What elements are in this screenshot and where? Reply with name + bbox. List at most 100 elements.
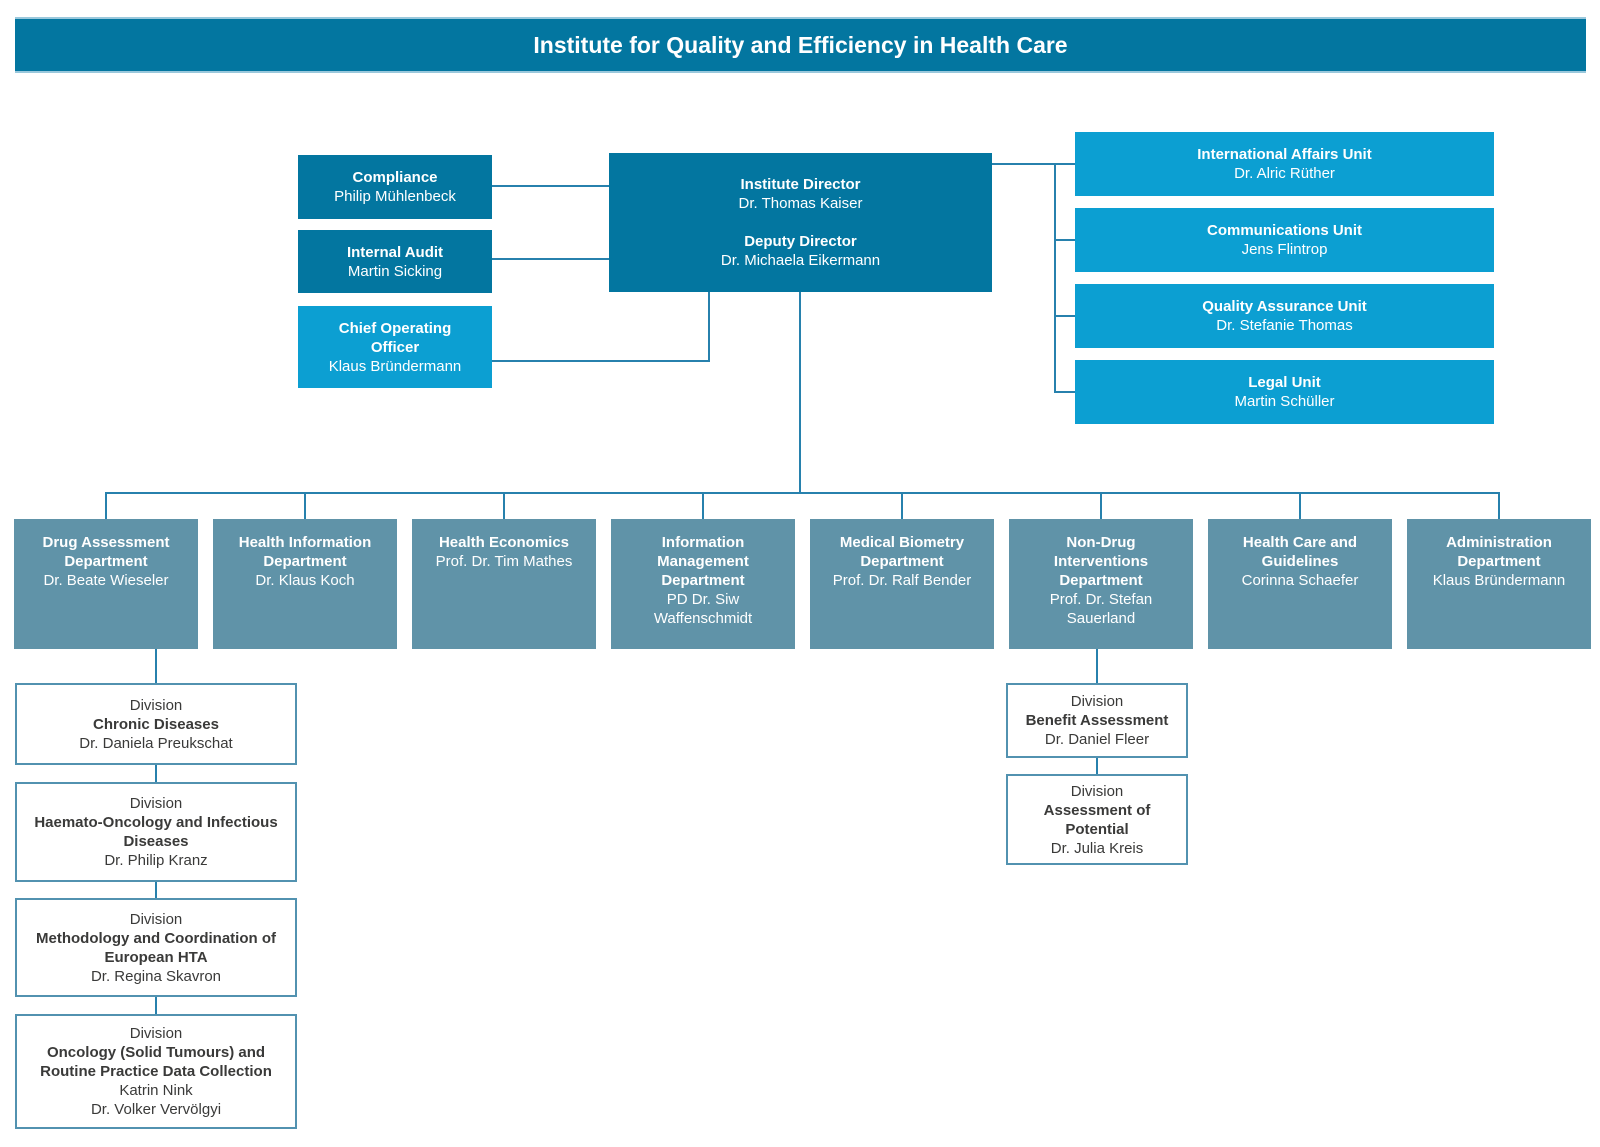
connector-line bbox=[492, 185, 609, 187]
division-name: Methodology and Coordination of European… bbox=[36, 929, 276, 966]
connector-line bbox=[155, 649, 157, 683]
org-box-department-medical-biometry: Medical Biometry Department Prof. Dr. Ra… bbox=[810, 519, 994, 649]
division-label: Division bbox=[1070, 693, 1124, 710]
connector-line bbox=[1054, 391, 1075, 393]
connector-line bbox=[304, 492, 306, 519]
connector-line bbox=[503, 492, 505, 519]
box-person: Dr. Klaus Koch bbox=[255, 572, 355, 589]
role-institute-director: Institute Director Dr. Thomas Kaiser bbox=[739, 175, 863, 213]
box-title: Compliance bbox=[352, 169, 438, 186]
box-title: Health Economics bbox=[438, 534, 570, 551]
division-name: Haemato-Oncology and Infectious Diseases bbox=[34, 814, 278, 850]
title-bar: Institute for Quality and Efficiency in … bbox=[15, 17, 1586, 73]
division-person: Dr. Daniel Fleer bbox=[1044, 731, 1150, 748]
org-box-department-information-management: Information Management Department PD Dr.… bbox=[611, 519, 795, 649]
box-title: Chief Operating Officer bbox=[338, 319, 452, 356]
org-box-directorate: Institute Director Dr. Thomas Kaiser Dep… bbox=[609, 153, 992, 292]
connector-line bbox=[1096, 649, 1098, 683]
org-box-compliance: Compliance Philip Mühlenbeck bbox=[298, 155, 492, 219]
division-name: Benefit Assessment bbox=[1025, 712, 1169, 729]
connector-line bbox=[492, 360, 710, 362]
connector-line bbox=[992, 163, 1075, 165]
connector-line bbox=[901, 492, 903, 519]
box-person: Klaus Bründermann bbox=[328, 357, 462, 375]
box-title: Medical Biometry Department bbox=[839, 534, 965, 570]
box-person: Dr. Stefanie Thomas bbox=[1216, 317, 1353, 334]
division-person: Dr. Volker Vervölgyi bbox=[90, 1101, 222, 1118]
division-label: Division bbox=[129, 1025, 183, 1042]
box-person: Martin Sicking bbox=[347, 262, 443, 280]
division-label: Division bbox=[129, 910, 183, 928]
box-title: Communications Unit bbox=[1206, 222, 1362, 239]
box-title: Quality Assurance Unit bbox=[1202, 298, 1367, 315]
division-name: Chronic Diseases bbox=[93, 715, 219, 733]
connector-line bbox=[492, 258, 609, 260]
connector-line bbox=[1054, 163, 1056, 393]
box-person: Martin Schüller bbox=[1234, 393, 1335, 410]
box-title: Health Care and Guidelines bbox=[1242, 534, 1358, 570]
org-box-quality-assurance-unit: Quality Assurance Unit Dr. Stefanie Thom… bbox=[1075, 284, 1494, 348]
org-box-legal-unit: Legal Unit Martin Schüller bbox=[1075, 360, 1494, 424]
division-person: Dr. Daniela Preukschat bbox=[79, 734, 233, 752]
org-box-department-health-economics: Health Economics Prof. Dr. Tim Mathes bbox=[412, 519, 596, 649]
org-box-division-benefit-assessment: Division Benefit Assessment Dr. Daniel F… bbox=[1006, 683, 1188, 758]
org-box-department-health-care-and-guidelines: Health Care and Guidelines Corinna Schae… bbox=[1208, 519, 1392, 649]
division-name: Assessment of Potential bbox=[1043, 801, 1151, 838]
box-person: Corinna Schaefer bbox=[1241, 572, 1359, 589]
org-box-department-non-drug-interventions: Non-Drug Interventions Department Prof. … bbox=[1009, 519, 1193, 649]
role-title: Deputy Director bbox=[744, 233, 857, 250]
org-box-division-haemato-oncology: Division Haemato-Oncology and Infectious… bbox=[15, 782, 297, 882]
connector-line bbox=[1054, 315, 1075, 317]
role-deputy-director: Deputy Director Dr. Michaela Eikermann bbox=[721, 232, 880, 270]
org-box-division-oncology-solid-tumours: Division Oncology (Solid Tumours) and Ro… bbox=[15, 1014, 297, 1129]
role-person: Dr. Michaela Eikermann bbox=[720, 252, 881, 269]
division-name: Oncology (Solid Tumours) and Routine Pra… bbox=[40, 1044, 272, 1080]
box-person: Prof. Dr. Tim Mathes bbox=[435, 553, 573, 570]
connector-line bbox=[1100, 492, 1102, 519]
box-person: PD Dr. Siw Waffenschmidt bbox=[653, 591, 753, 627]
connector-line bbox=[105, 492, 107, 519]
connector-line bbox=[1299, 492, 1301, 519]
org-box-internal-audit: Internal Audit Martin Sicking bbox=[298, 230, 492, 293]
connector-line bbox=[1096, 758, 1098, 774]
box-title: Internal Audit bbox=[346, 243, 444, 261]
org-box-division-assessment-of-potential: Division Assessment of Potential Dr. Jul… bbox=[1006, 774, 1188, 865]
connector-line bbox=[799, 292, 801, 493]
division-person: Dr. Julia Kreis bbox=[1050, 839, 1144, 857]
box-title: Non-Drug Interventions Department bbox=[1053, 534, 1149, 589]
box-title: Legal Unit bbox=[1248, 374, 1321, 391]
box-person: Prof. Dr. Ralf Bender bbox=[832, 572, 972, 589]
box-person: Klaus Bründermann bbox=[1432, 572, 1566, 589]
division-label: Division bbox=[1070, 782, 1124, 800]
connector-line bbox=[1054, 239, 1075, 241]
org-box-chief-operating-officer: Chief Operating Officer Klaus Bründerman… bbox=[298, 306, 492, 388]
box-title: Drug Assessment Department bbox=[42, 534, 170, 570]
org-box-communications-unit: Communications Unit Jens Flintrop bbox=[1075, 208, 1494, 272]
connector-line bbox=[702, 492, 704, 519]
org-box-department-drug-assessment: Drug Assessment Department Dr. Beate Wie… bbox=[14, 519, 198, 649]
role-title: Institute Director bbox=[740, 176, 861, 193]
division-person: Katrin Nink bbox=[119, 1082, 193, 1099]
box-person: Dr. Beate Wieseler bbox=[43, 572, 169, 589]
page-title: Institute for Quality and Efficiency in … bbox=[533, 31, 1068, 58]
connector-line bbox=[155, 882, 157, 898]
box-title: International Affairs Unit bbox=[1197, 146, 1372, 163]
box-person: Philip Mühlenbeck bbox=[334, 188, 456, 205]
connector-line bbox=[155, 765, 157, 782]
box-title: Health Information Department bbox=[238, 534, 372, 570]
org-box-department-administration: Administration Department Klaus Bründerm… bbox=[1407, 519, 1591, 649]
division-label: Division bbox=[129, 795, 183, 812]
connector-line bbox=[708, 292, 710, 362]
division-person: Dr. Philip Kranz bbox=[104, 852, 208, 869]
connector-line bbox=[1498, 492, 1500, 519]
box-person: Jens Flintrop bbox=[1241, 241, 1328, 258]
division-label: Division bbox=[129, 696, 183, 714]
org-box-division-methodology-european-hta: Division Methodology and Coordination of… bbox=[15, 898, 297, 997]
connector-line bbox=[155, 997, 157, 1014]
box-person: Dr. Alric Rüther bbox=[1234, 165, 1335, 182]
connector-line bbox=[105, 492, 1500, 494]
org-box-division-chronic-diseases: Division Chronic Diseases Dr. Daniela Pr… bbox=[15, 683, 297, 765]
org-box-international-affairs-unit: International Affairs Unit Dr. Alric Rüt… bbox=[1075, 132, 1494, 196]
box-person: Prof. Dr. Stefan Sauerland bbox=[1049, 591, 1153, 627]
